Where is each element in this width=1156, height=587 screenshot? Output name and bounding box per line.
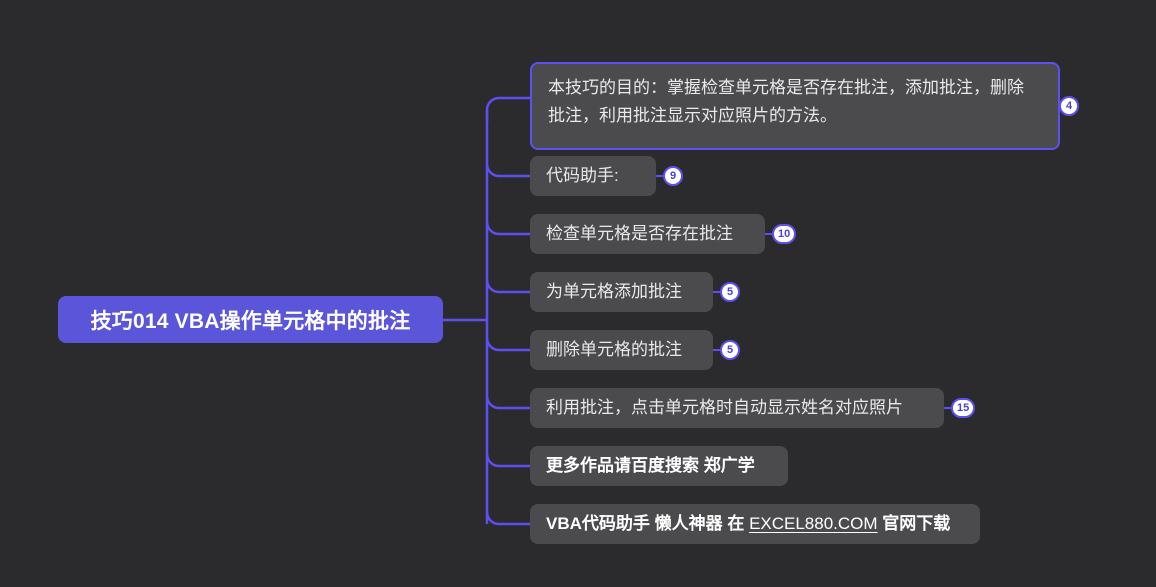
badge-count-photo-comment[interactable]: 15 (951, 398, 976, 418)
node-delete-comment-label: 删除单元格的批注 (546, 340, 682, 359)
badge-count-add-comment[interactable]: 5 (720, 282, 740, 302)
excel880-link[interactable]: EXCEL880.COM (749, 514, 878, 533)
root-node[interactable]: 技巧014 VBA操作单元格中的批注 (58, 296, 443, 343)
node-check-comment-label: 检查单元格是否存在批注 (546, 224, 733, 243)
node-author-search-label: 更多作品请百度搜索 郑广学 (546, 456, 755, 475)
badge-count-purpose[interactable]: 4 (1059, 96, 1079, 116)
badge-count-code-helper[interactable]: 9 (663, 166, 683, 186)
root-node-label: 技巧014 VBA操作单元格中的批注 (90, 309, 411, 333)
node-code-helper-label: 代码助手: (546, 166, 619, 185)
badge-stub-code-helper (656, 175, 665, 177)
node-code-helper[interactable]: 代码助手: (530, 156, 656, 196)
node-add-comment[interactable]: 为单元格添加批注 (530, 272, 713, 312)
node-download-site[interactable]: VBA代码助手 懒人神器 在 EXCEL880.COM 官网下载 (530, 504, 980, 544)
node-photo-comment[interactable]: 利用批注，点击单元格时自动显示姓名对应照片 (530, 388, 944, 428)
badge-stub-check-comment (765, 233, 774, 235)
node-purpose[interactable]: 本技巧的目的：掌握检查单元格是否存在批注，添加批注，删除批注，利用批注显示对应照… (530, 62, 1060, 150)
node-add-comment-label: 为单元格添加批注 (546, 282, 682, 301)
node-check-comment[interactable]: 检查单元格是否存在批注 (530, 214, 765, 254)
badge-count-check-comment[interactable]: 10 (772, 224, 797, 244)
badge-count-delete-comment[interactable]: 5 (720, 340, 740, 360)
badge-stub-photo-comment (944, 407, 953, 409)
download-text-after: 官网下载 (877, 514, 951, 533)
node-photo-comment-label: 利用批注，点击单元格时自动显示姓名对应照片 (546, 398, 903, 417)
download-text-before: VBA代码助手 懒人神器 在 (546, 514, 750, 533)
badge-stub-delete-comment (713, 349, 722, 351)
node-purpose-label: 本技巧的目的：掌握检查单元格是否存在批注，添加批注，删除批注，利用批注显示对应照… (548, 78, 1024, 125)
node-author-search[interactable]: 更多作品请百度搜索 郑广学 (530, 446, 788, 486)
node-download-site-label: VBA代码助手 懒人神器 在 EXCEL880.COM 官网下载 (546, 510, 950, 538)
badge-stub-add-comment (713, 291, 722, 293)
node-delete-comment[interactable]: 删除单元格的批注 (530, 330, 713, 370)
